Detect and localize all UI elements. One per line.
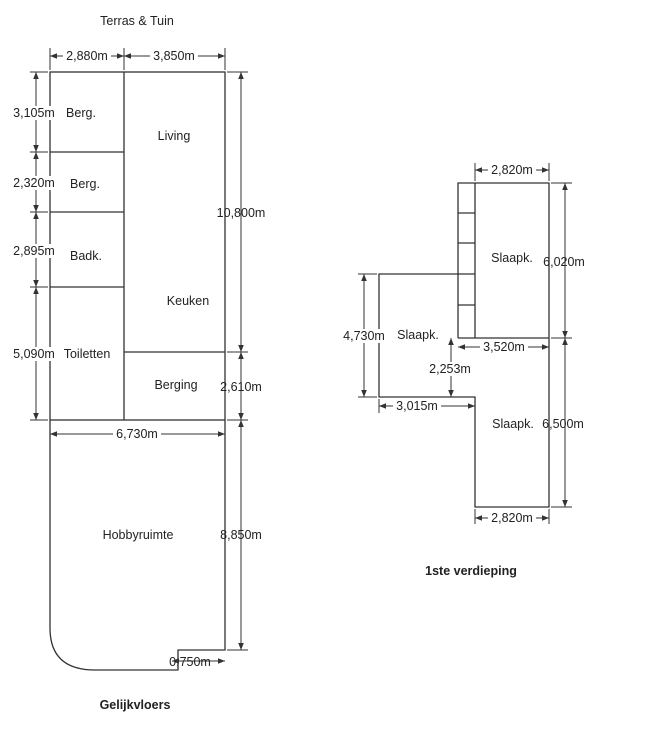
dim-berging-height: 2,610m: [220, 380, 262, 394]
room-keuken: Keuken: [167, 294, 209, 308]
ground-floor-title: Gelijkvloers: [100, 698, 171, 712]
dim-ff-bottom-width: 2,820m: [491, 511, 533, 525]
ground-top-label: Terras & Tuin: [100, 14, 174, 28]
dim-total-width: 6,730m: [116, 427, 158, 441]
first-floor-outline: [378, 182, 550, 508]
room-hobbyruimte: Hobbyruimte: [103, 528, 174, 542]
room-slaapk-top: Slaapk.: [491, 251, 533, 265]
dim-ff-top-height: 6,020m: [543, 255, 585, 269]
hobby-outline: [49, 420, 226, 671]
dim-ff-mid-width: 3,520m: [483, 340, 525, 354]
dim-hobby-height: 8,850m: [220, 528, 262, 542]
room-living: Living: [158, 129, 191, 143]
dim-step-width: 0,750m: [169, 655, 211, 669]
dim-living-height: 10,800m: [217, 206, 266, 220]
room-berging: Berging: [154, 378, 197, 392]
dim-ff-left-height: 4,730m: [343, 329, 385, 343]
ground-upper-outline: [49, 71, 226, 421]
dim-berg2-height: 2,320m: [13, 176, 55, 190]
room-berg-2: Berg.: [70, 177, 100, 191]
dim-ff-bottom-height: 6,500m: [542, 417, 584, 431]
dim-badk-height: 2,895m: [13, 244, 55, 258]
dim-top-right-width: 3,850m: [153, 49, 195, 63]
dim-ff-top-width: 2,820m: [491, 163, 533, 177]
dim-toiletten-height: 5,090m: [13, 347, 55, 361]
room-slaapk-left: Slaapk.: [397, 328, 439, 342]
ground-floor-plan: Terras & Tuin Berg. Berg. Badk. Toilette…: [12, 14, 265, 712]
dim-ff-mid-offset: 2,253m: [429, 362, 471, 376]
first-floor-plan: Slaapk. Slaapk. Slaapk. 2,820m 6,020m 6,…: [341, 163, 585, 578]
room-toiletten: Toiletten: [64, 347, 111, 361]
room-berg-1: Berg.: [66, 106, 96, 120]
room-badk: Badk.: [70, 249, 102, 263]
room-slaapk-bottom: Slaapk.: [492, 417, 534, 431]
first-floor-title: 1ste verdieping: [425, 564, 517, 578]
dim-top-left-width: 2,880m: [66, 49, 108, 63]
dim-ff-left-width: 3,015m: [396, 399, 438, 413]
dim-berg1-height: 3,105m: [13, 106, 55, 120]
